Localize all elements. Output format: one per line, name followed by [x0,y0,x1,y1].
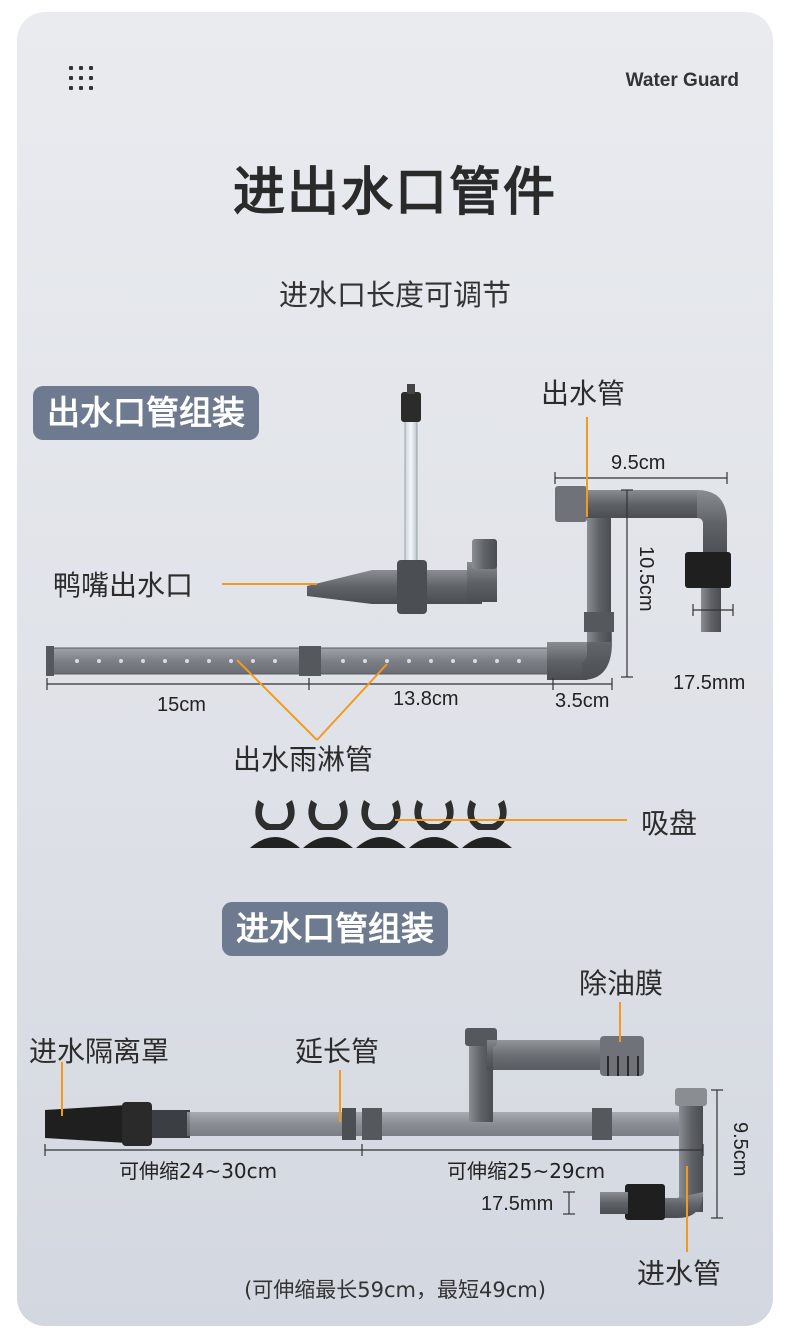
label-duckbill: 鸭嘴出水口 [53,569,194,602]
dim-right-range: 可伸缩25~29cm [447,1159,606,1183]
label-extension: 延长管 [295,1035,380,1068]
length-footnote: (可伸缩最长59cm，最短49cm) [244,1278,546,1302]
dim-bar-c: 3.5cm [555,690,610,712]
dim-inlet-diameter: 17.5mm [481,1193,554,1215]
page-subtitle: 进水口长度可调节 [278,278,511,312]
dim-top-width: 9.5cm [611,452,666,474]
dim-diameter: 17.5mm [673,672,746,694]
dim-inlet-height: 9.5cm [729,1122,751,1177]
dim-height: 10.5cm [635,546,657,612]
page-title: 进出水口管件 [232,163,557,223]
outlet-assembly-tag: 出水口管组装 [33,386,259,440]
suction-cups [250,800,512,848]
grid-menu-icon[interactable] [69,66,99,96]
label-suction-cup: 吸盘 [641,807,698,840]
label-outlet-pipe: 出水管 [541,377,626,410]
label-spray-bar: 出水雨淋管 [233,743,374,776]
label-inlet-pipe: 进水管 [637,1257,722,1290]
brand-name: Water Guard [625,70,739,91]
dim-bar-b: 13.8cm [393,688,459,710]
label-strainer: 进水隔离罩 [29,1035,170,1068]
dim-bar-a: 15cm [157,694,206,716]
label-skimmer: 除油膜 [579,967,664,1000]
dim-left-range: 可伸缩24~30cm [119,1159,278,1183]
pipe-diagram [44,384,734,1252]
inlet-assembly-tag: 进水口管组装 [222,902,448,956]
product-card: Water Guard 进出水口管件 进水口长度可调节 [17,12,773,1326]
